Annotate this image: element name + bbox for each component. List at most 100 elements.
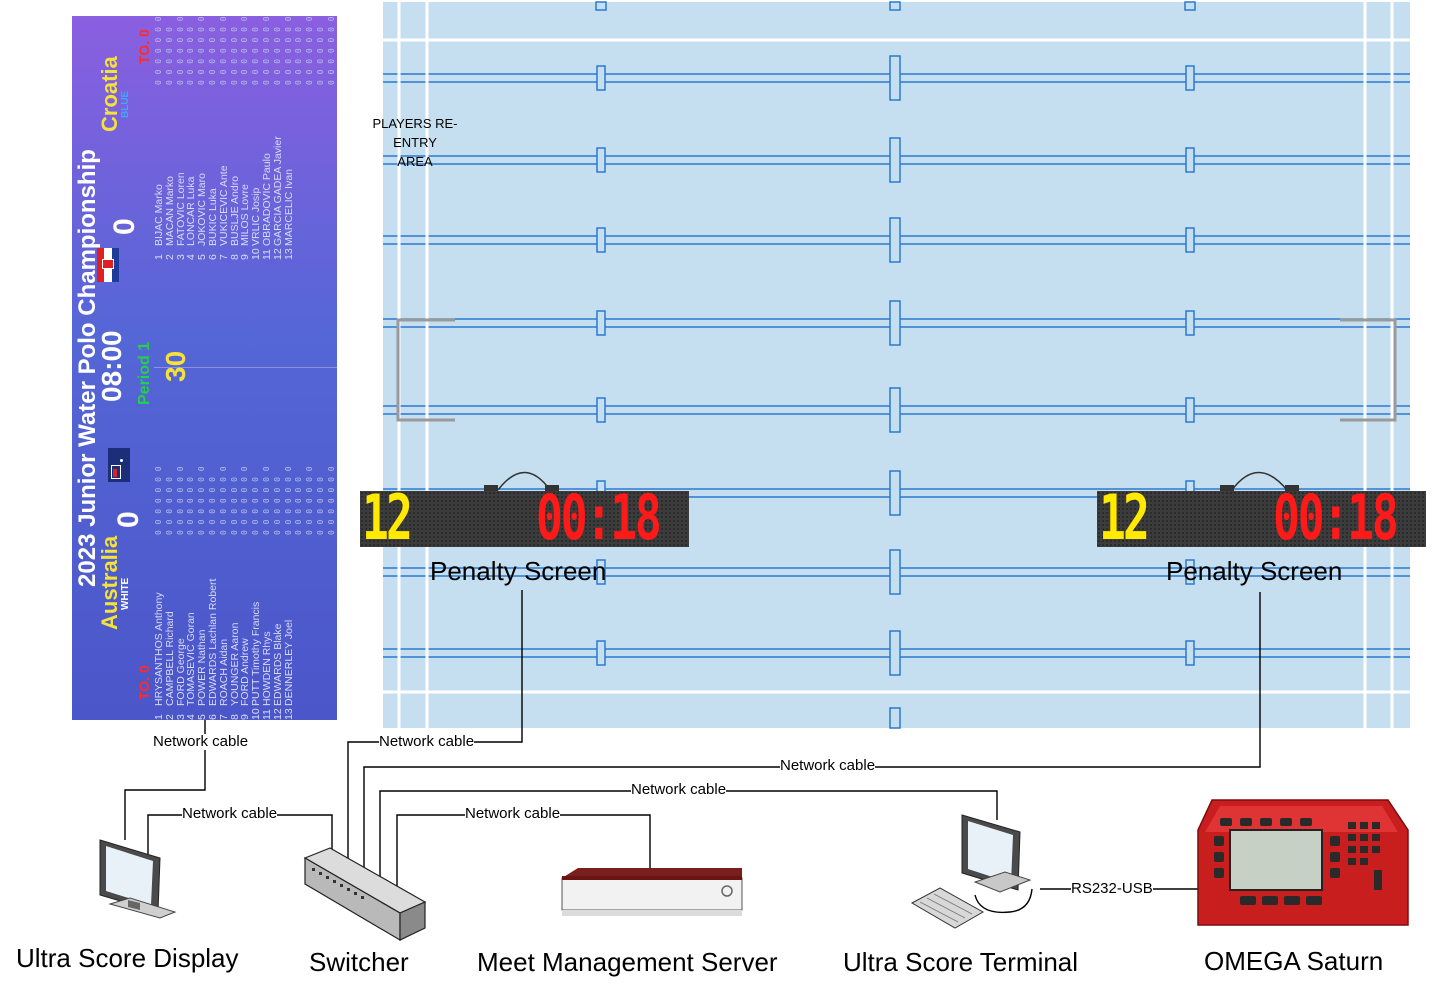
penalty-player-number: 12 bbox=[1099, 481, 1150, 554]
mount-left-b bbox=[545, 485, 559, 491]
penalty-screen-bracket-right bbox=[1231, 471, 1288, 491]
server-icon bbox=[561, 868, 743, 916]
home-foul-row: 0 0 0 0 0 0 0 0 0 0 0 0 0 bbox=[154, 465, 174, 535]
away-foul-row: 0 0 0 0 0 0 0 0 0 0 0 0 0 bbox=[240, 16, 261, 85]
penalty-time: 00:18 bbox=[536, 481, 662, 554]
cable-label-saturn: RS232-USB bbox=[1071, 880, 1153, 897]
penalty-screen-bracket-left bbox=[497, 471, 551, 491]
penalty-player-number: 12 bbox=[362, 481, 413, 554]
mount-left-a bbox=[484, 485, 498, 491]
home-timeouts: TO. 0 bbox=[136, 665, 152, 700]
lane-marker bbox=[889, 387, 901, 433]
roster-row: 13 MARCELIC Ivan bbox=[282, 136, 295, 260]
right-goal bbox=[1340, 318, 1397, 422]
home-foul-row: 0 0 0 0 0 0 0 0 0 0 0 0 0 bbox=[218, 465, 239, 535]
switcher-icon bbox=[303, 847, 427, 942]
penalty-screen-right: 12 00:18 bbox=[1097, 487, 1426, 549]
lane-marker bbox=[596, 65, 606, 91]
away-foul-marks: 0 0 0 0 0 0 0 0 0 0 0 0 0 0 0 0 0 0 0 0 … bbox=[154, 16, 337, 85]
omega-saturn-icon bbox=[1197, 799, 1409, 926]
lane-marker bbox=[1185, 640, 1195, 666]
home-cap-color: WHITE bbox=[120, 577, 131, 610]
mount-right-a bbox=[1220, 485, 1234, 491]
lane-marker bbox=[889, 630, 901, 676]
player-name: MARCELIC Ivan bbox=[282, 168, 295, 246]
edge-marker bbox=[595, 1, 607, 11]
lane-marker bbox=[596, 640, 606, 666]
left-goal bbox=[396, 318, 455, 422]
lane-marker bbox=[1185, 65, 1195, 91]
mount-right-b bbox=[1285, 485, 1299, 491]
reentry-label-line2: AREA bbox=[397, 154, 433, 169]
cable-label-scoreboard: Network cable bbox=[153, 733, 249, 750]
away-foul-row: 0 0 0 0 0 0 0 0 0 0 0 0 0 bbox=[154, 16, 174, 85]
device-label-terminal: Ultra Score Terminal bbox=[843, 947, 1079, 977]
away-cap-color: BLUE bbox=[120, 90, 131, 118]
cable-label-penalty-right: Network cable bbox=[780, 757, 876, 774]
away-timeouts: TO. 0 bbox=[136, 29, 152, 64]
edge-marker bbox=[1184, 1, 1196, 11]
home-score: 0 bbox=[112, 511, 145, 528]
home-foul-marks: 0 0 0 0 0 0 0 0 0 0 0 0 0 0 0 0 0 0 0 0 … bbox=[154, 465, 337, 535]
period-label: Period 1 bbox=[136, 341, 153, 405]
lane-marker bbox=[889, 470, 901, 516]
home-foul-row: 0 0 0 0 0 0 0 0 0 0 0 0 0 bbox=[283, 465, 304, 535]
device-label-switcher: Switcher bbox=[309, 947, 409, 977]
device-label-display: Ultra Score Display bbox=[16, 943, 239, 973]
australia-flag-icon bbox=[108, 448, 130, 482]
away-foul-row: 0 0 0 0 0 0 0 0 0 0 0 0 0 bbox=[261, 16, 282, 85]
lane-lines bbox=[383, 1, 1410, 729]
lane-marker bbox=[596, 397, 606, 423]
reentry-label-line1: PLAYERS RE-ENTRY bbox=[372, 116, 458, 150]
cable-label-display-pc: Network cable bbox=[182, 805, 278, 822]
away-foul-row: 0 0 0 0 0 0 0 0 0 0 0 0 0 bbox=[197, 16, 217, 85]
penalty-time: 00:18 bbox=[1273, 481, 1399, 554]
lane-marker bbox=[1185, 147, 1195, 173]
lane-marker bbox=[889, 300, 901, 346]
ultra-score-scoreboard: 2023 Junior Water Polo Championship Aust… bbox=[72, 16, 337, 720]
player-name: DENNERLEY Joel bbox=[282, 619, 295, 706]
player-number: 13 bbox=[282, 248, 295, 260]
away-foul-row: 0 0 0 0 0 0 0 0 0 0 0 0 0 bbox=[175, 16, 196, 85]
shot-clock: 30 bbox=[160, 350, 191, 382]
away-foul-row: 0 0 0 0 0 0 0 0 0 0 0 0 0 bbox=[305, 16, 325, 85]
away-foul-row: 0 0 0 0 0 0 0 0 0 0 0 0 0 bbox=[283, 16, 304, 85]
player-number: 7 bbox=[217, 254, 230, 260]
home-foul-row: 0 0 0 0 0 0 0 0 0 0 0 0 0 bbox=[175, 465, 196, 535]
lane-marker bbox=[1185, 397, 1195, 423]
lane-marker bbox=[1185, 227, 1195, 253]
scoreboard-face: 2023 Junior Water Polo Championship Aust… bbox=[72, 16, 337, 720]
reentry-area-label: PLAYERS RE-ENTRY AREA bbox=[352, 114, 478, 171]
lane-marker bbox=[889, 549, 901, 595]
lane-marker bbox=[1185, 310, 1195, 336]
home-foul-row: 0 0 0 0 0 0 0 0 0 0 0 0 0 bbox=[240, 465, 261, 535]
pool-water bbox=[383, 2, 1410, 728]
home-foul-row: 0 0 0 0 0 0 0 0 0 0 0 0 0 bbox=[305, 465, 325, 535]
home-foul-row: 0 0 0 0 0 0 0 0 0 0 0 0 0 bbox=[326, 465, 336, 535]
device-label-saturn: OMEGA Saturn bbox=[1204, 946, 1384, 976]
lane-marker bbox=[889, 217, 901, 263]
cable-terminal-loop bbox=[974, 888, 1033, 914]
penalty-screen-left: 12 00:18 bbox=[360, 487, 689, 549]
away-foul-row: 0 0 0 0 0 0 0 0 0 0 0 0 0 bbox=[326, 16, 336, 85]
home-foul-row: 0 0 0 0 0 0 0 0 0 0 0 0 0 bbox=[197, 465, 217, 535]
player-number: 2 bbox=[163, 254, 176, 260]
lane-marker bbox=[889, 137, 901, 183]
device-label-server: Meet Management Server bbox=[477, 947, 778, 977]
lane-marker bbox=[1185, 559, 1195, 585]
lane-marker bbox=[596, 227, 606, 253]
cable-label-server: Network cable bbox=[465, 805, 561, 822]
display-computer-icon bbox=[99, 839, 177, 919]
player-number: 12 bbox=[271, 708, 284, 720]
player-number: 13 bbox=[282, 708, 295, 720]
game-clock: 08:00 bbox=[96, 330, 127, 402]
penalty-screen-caption-left: Penalty Screen bbox=[430, 556, 607, 586]
lane-marker bbox=[596, 559, 606, 585]
player-number: 7 bbox=[217, 714, 230, 720]
lane-marker bbox=[596, 310, 606, 336]
cable-scoreboard bbox=[124, 720, 206, 840]
away-score: 0 bbox=[108, 218, 141, 235]
